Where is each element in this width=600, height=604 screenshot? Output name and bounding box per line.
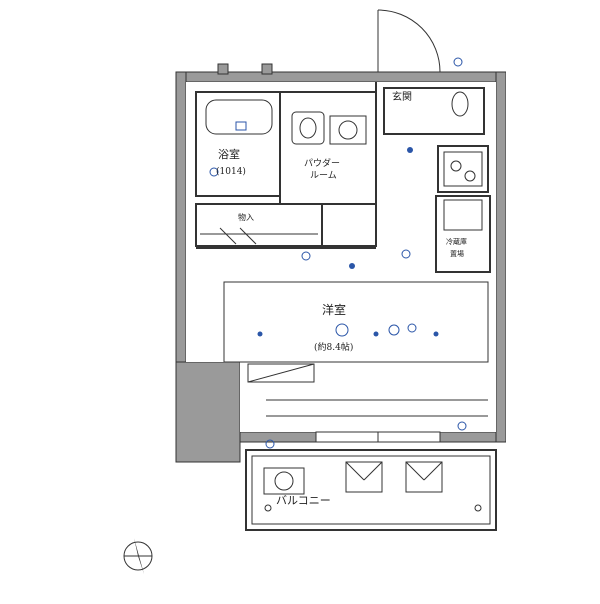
ac-fan (274, 471, 294, 491)
drain-icon (474, 504, 482, 512)
closet (247, 363, 315, 383)
room-label-western: 洋室 (322, 302, 346, 317)
floor-plan-frame: 浴室 (1014) パウダー ルーム 玄関 物入 冷蔵庫 置場 洋室 (約8.4… (96, 0, 507, 600)
sink-bowl (299, 117, 317, 139)
room-label-storage: 物入 (238, 212, 254, 222)
room-label-utility: 冷蔵庫 (446, 237, 467, 246)
washer-drain (338, 120, 358, 140)
burner (464, 170, 476, 182)
room-label-powder-2: ルーム (310, 170, 337, 181)
interior-lower (240, 362, 496, 432)
room-label-balcony: バルコニー (276, 494, 331, 507)
burner (450, 160, 462, 172)
light-icon (257, 147, 439, 337)
drain-icon (264, 504, 272, 512)
balcony-inner (251, 455, 491, 525)
room-label-entrance: 玄関 (392, 90, 412, 103)
floor-plan: 浴室 (1014) パウダー ルーム 玄関 物入 冷蔵庫 置場 洋室 (約8.4… (123, 9, 507, 574)
door-swing-icon (377, 9, 441, 73)
room-label-bath: 浴室 (218, 147, 240, 161)
ac-unit (263, 467, 305, 495)
stove (443, 151, 483, 187)
heat-pump (405, 461, 443, 493)
bathtub (205, 99, 273, 135)
heat-pump (345, 461, 383, 493)
outlet-icon (235, 121, 247, 131)
room-label-powder: パウダー (304, 157, 340, 169)
outlet-icon (209, 57, 467, 449)
storage-hatch (200, 227, 318, 245)
room-size-bath: (1014) (216, 166, 246, 177)
washer-space (329, 115, 367, 145)
room-label-utility-2: 置場 (450, 249, 464, 258)
room-size-western: (約8.4帖) (314, 341, 353, 353)
closet-line (247, 363, 315, 383)
kitchen-sink (443, 199, 483, 231)
wall-notch (261, 63, 273, 75)
toilet (451, 91, 469, 117)
balcony-outline (245, 449, 497, 531)
partitions (195, 82, 491, 363)
sink (291, 111, 325, 145)
compass-icon (123, 538, 153, 574)
wall-notch (217, 63, 229, 75)
